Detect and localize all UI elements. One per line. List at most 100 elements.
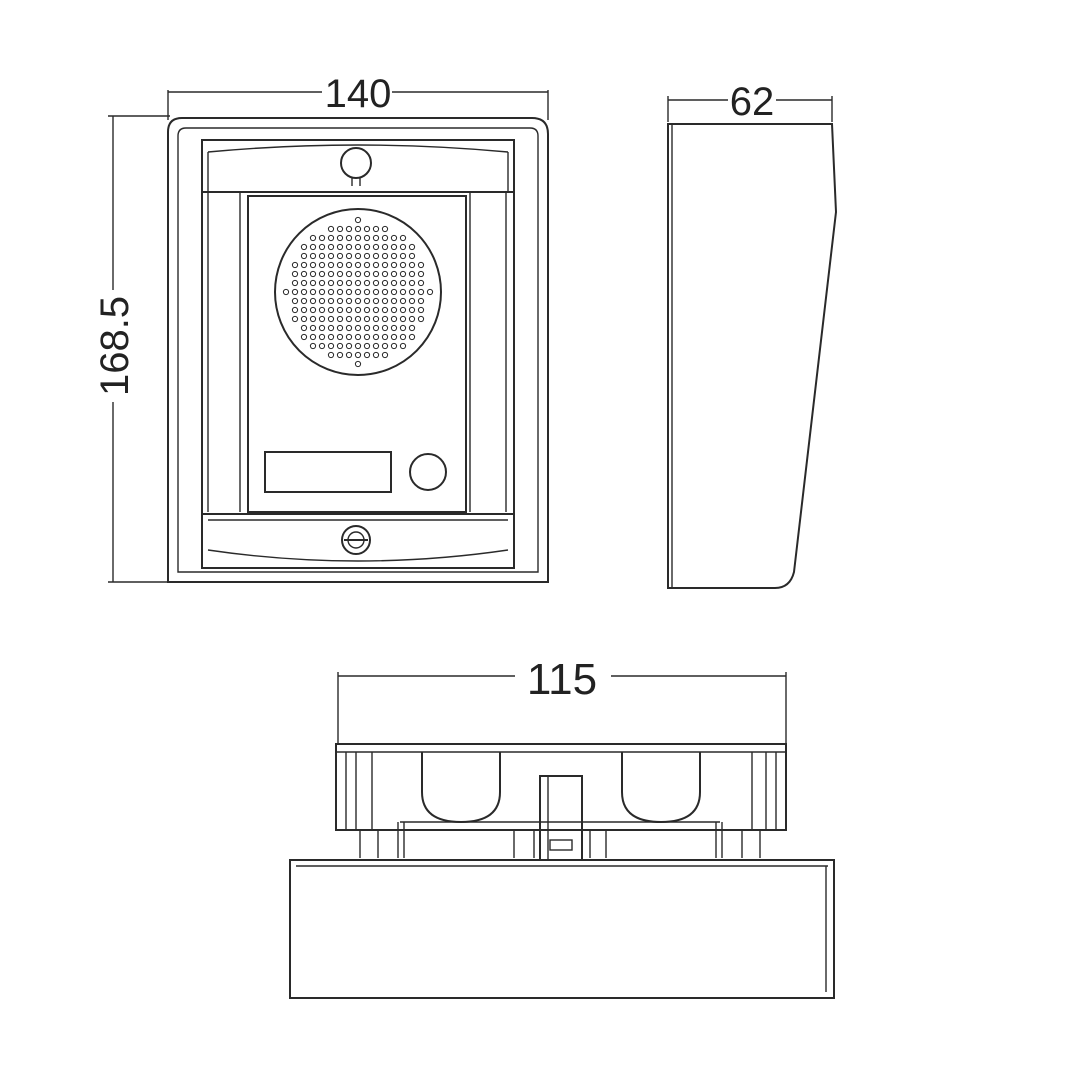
speaker-hole <box>354 270 362 278</box>
speaker-hole <box>381 297 389 305</box>
speaker-hole <box>354 234 362 242</box>
dimension-depth: 62 <box>667 80 833 124</box>
speaker-hole <box>399 243 407 251</box>
dimension-width: 140 <box>167 72 549 120</box>
speaker-hole <box>372 225 380 233</box>
speaker-hole <box>372 297 380 305</box>
dimension-width-label: 140 <box>325 72 392 116</box>
speaker-hole <box>336 270 344 278</box>
speaker-hole <box>300 324 308 332</box>
speaker-hole <box>381 315 389 323</box>
speaker-hole <box>327 351 335 359</box>
side-view: 62 <box>667 80 838 589</box>
speaker-hole <box>363 279 371 287</box>
speaker-hole <box>372 279 380 287</box>
speaker-hole <box>363 297 371 305</box>
dimension-height: 168.5 <box>93 115 170 583</box>
speaker-hole <box>309 270 317 278</box>
speaker-hole <box>354 360 362 368</box>
speaker-hole <box>291 297 299 305</box>
speaker-hole <box>309 306 317 314</box>
speaker-hole <box>372 315 380 323</box>
speaker-hole <box>363 306 371 314</box>
speaker-hole <box>354 252 362 260</box>
speaker-hole <box>381 342 389 350</box>
speaker-hole <box>327 342 335 350</box>
speaker-hole <box>354 288 362 296</box>
speaker-hole <box>345 234 353 242</box>
speaker-hole <box>363 324 371 332</box>
speaker-hole <box>381 225 389 233</box>
speaker-hole <box>399 306 407 314</box>
speaker-hole <box>363 288 371 296</box>
speaker-hole <box>309 297 317 305</box>
speaker-hole <box>336 351 344 359</box>
speaker-hole <box>336 324 344 332</box>
speaker-hole <box>354 225 362 233</box>
camera-lens-icon <box>340 147 372 186</box>
speaker-hole <box>381 252 389 260</box>
speaker-hole <box>336 261 344 269</box>
speaker-hole <box>408 333 416 341</box>
speaker-hole <box>390 252 398 260</box>
speaker-hole <box>354 216 362 224</box>
speaker-hole <box>336 243 344 251</box>
speaker-hole <box>417 306 425 314</box>
speaker-hole <box>390 324 398 332</box>
mounting-lug-left <box>421 752 501 824</box>
speaker-hole <box>390 234 398 242</box>
speaker-hole <box>327 270 335 278</box>
speaker-hole <box>345 279 353 287</box>
speaker-hole <box>318 243 326 251</box>
speaker-hole <box>291 315 299 323</box>
speaker-hole <box>318 333 326 341</box>
speaker-hole <box>336 288 344 296</box>
speaker-hole <box>399 279 407 287</box>
speaker-hole <box>336 225 344 233</box>
speaker-hole <box>345 225 353 233</box>
speaker-hole <box>390 279 398 287</box>
speaker-hole <box>363 351 371 359</box>
speaker-hole <box>345 243 353 251</box>
speaker-hole <box>318 261 326 269</box>
speaker-hole <box>399 252 407 260</box>
speaker-hole <box>309 333 317 341</box>
speaker-hole <box>300 270 308 278</box>
speaker-hole <box>345 306 353 314</box>
speaker-hole <box>399 342 407 350</box>
speaker-hole <box>300 333 308 341</box>
speaker-hole <box>309 342 317 350</box>
center-panel <box>247 195 467 513</box>
speaker-hole <box>417 270 425 278</box>
speaker-hole <box>381 279 389 287</box>
speaker-hole <box>372 252 380 260</box>
speaker-hole <box>390 333 398 341</box>
speaker-hole <box>300 315 308 323</box>
speaker-hole <box>291 270 299 278</box>
speaker-hole <box>372 288 380 296</box>
speaker-hole <box>390 288 398 296</box>
speaker-hole <box>408 324 416 332</box>
speaker-hole <box>363 315 371 323</box>
screw-icon <box>341 525 371 555</box>
speaker-hole <box>327 315 335 323</box>
speaker-hole <box>336 279 344 287</box>
side-profile <box>667 123 838 589</box>
speaker-hole <box>327 306 335 314</box>
speaker-hole <box>363 333 371 341</box>
speaker-hole <box>327 324 335 332</box>
speaker-hole <box>300 306 308 314</box>
center-clip <box>539 775 583 861</box>
speaker-hole <box>318 252 326 260</box>
speaker-hole <box>381 351 389 359</box>
speaker-hole <box>372 306 380 314</box>
front-view: 140 168.5 <box>93 72 549 583</box>
speaker-hole <box>381 324 389 332</box>
speaker-hole <box>318 288 326 296</box>
inner-frame <box>201 139 515 569</box>
speaker-hole <box>363 270 371 278</box>
speaker-hole <box>345 288 353 296</box>
speaker-hole <box>309 279 317 287</box>
dimension-height-label: 168.5 <box>93 296 137 396</box>
name-plate <box>264 451 392 493</box>
